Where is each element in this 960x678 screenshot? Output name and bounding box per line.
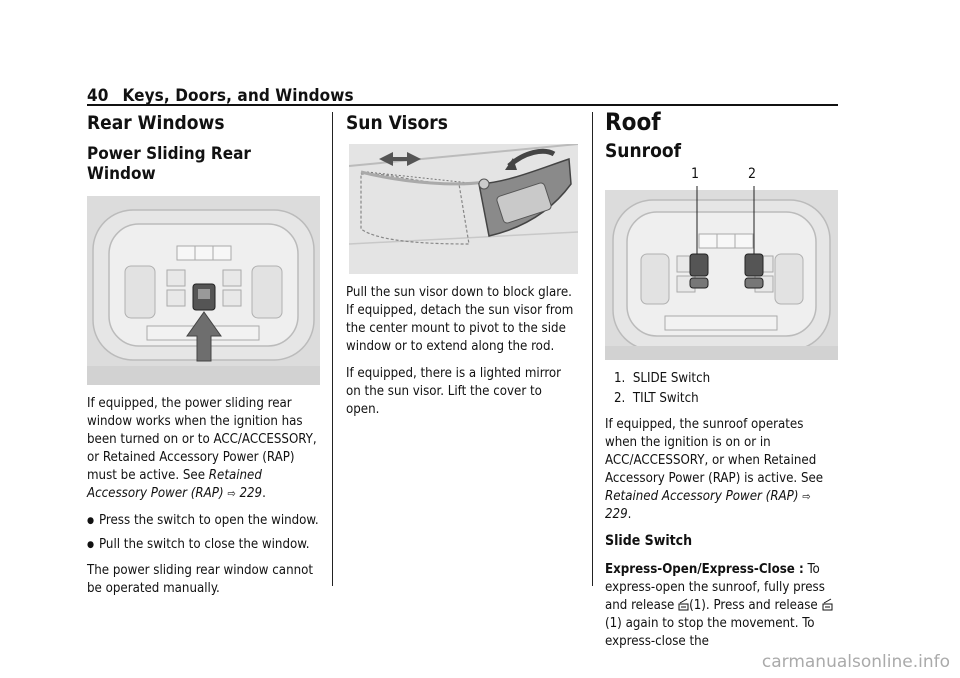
sunroof-figure: 1 2 [605,166,838,360]
paragraph-express-open: Express-Open/Express-Close : To express-… [605,561,838,651]
link-page-229[interactable]: 229 [605,507,628,522]
bullet-list-rear-window: Press the switch to open the window. Pul… [87,512,320,554]
column-divider-1 [332,112,333,586]
paragraph-pull-down: Pull the sun visor down to block glare. … [346,285,574,354]
list-item: Press the switch to open the window. [87,512,320,530]
label-express: Express-Open/Express-Close : [605,562,804,577]
overhead-console-rear-window-illustration [87,196,320,385]
list-item: Pull the switch to close the window. [87,536,320,554]
switch-list: 1. SLIDE Switch 2. TILT Switch [605,370,838,408]
sunroof-open-icon [678,598,689,611]
ref-arrow-icon: ⇨ [227,487,236,500]
link-page-229[interactable]: 229 [239,486,263,501]
link-rap[interactable]: Retained Accessory Power (RAP) [87,468,262,501]
watermark: carmanualsonline.info [761,652,950,672]
column-roof: Roof Sunroof 1 2 1. SLIDE Switch [605,108,838,660]
list-item: 1. SLIDE Switch [614,371,711,386]
link-rap[interactable]: Retained Accessory Power (RAP) [605,489,799,504]
column-rear-windows: Rear Windows Power Sliding Rear Window I… [87,112,320,607]
header-rule [87,104,838,106]
callout-2: 2 [748,166,757,182]
ref-arrow-icon: ⇨ [802,490,811,503]
sun-visor-illustration [349,144,578,274]
page-header: 40 Keys, Doors, and Windows [87,86,354,106]
paragraph-sunroof-operation: If equipped, the sunroof operates when t… [605,417,824,522]
column-divider-2 [592,112,593,586]
subheading-power-sliding: Power Sliding Rear Window [87,144,251,184]
paragraph-rear-window-operation: If equipped, the power sliding rear wind… [87,396,317,501]
list-item: 2. TILT Switch [614,391,699,406]
heading-rear-windows: Rear Windows [87,112,225,134]
paragraph-lighted-mirror: If equipped, there is a lighted mirror o… [346,366,562,417]
page-number: 40 [87,86,109,106]
column-sun-visors: Sun Visors Pull the sun visor down to bl… [346,112,578,428]
sunroof-open-icon [822,598,832,611]
overhead-console-sunroof-illustration [605,186,838,360]
heading-sunroof: Sunroof [605,140,682,162]
callout-1: 1 [691,166,700,182]
section-title: Keys, Doors, and Windows [122,86,354,106]
label-slide-switch: Slide Switch [605,533,693,549]
paragraph-manual: The power sliding rear window cannot be … [87,563,314,596]
heading-roof: Roof [605,108,661,136]
heading-sun-visors: Sun Visors [346,112,448,134]
